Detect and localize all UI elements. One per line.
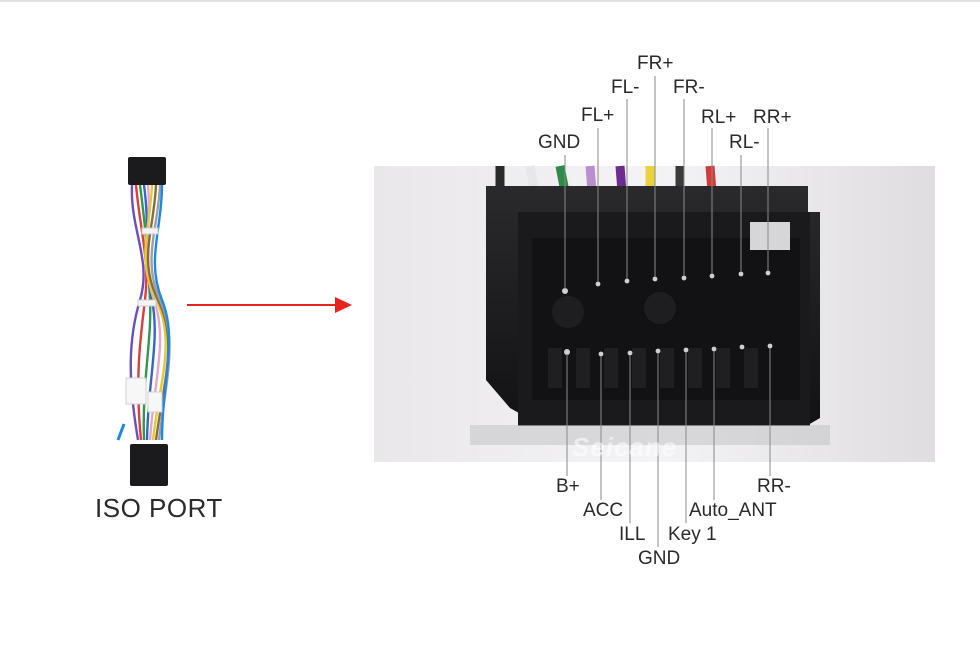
pin-label-rr-plus: RR+	[753, 107, 792, 128]
pins-bottom-row	[564, 343, 773, 357]
pin-label-key1: Key 1	[668, 524, 717, 545]
pin-label-fr-minus: FR-	[673, 77, 705, 98]
connector-teeth	[548, 348, 758, 388]
cable-tie	[137, 299, 157, 307]
pin-label-fr-plus: FR+	[637, 53, 674, 74]
pin-label-gnd-bottom: GND	[638, 548, 681, 569]
pin-label-ill: ILL	[619, 524, 646, 545]
wire-tag	[125, 377, 147, 405]
brand-watermark: Seicane	[572, 432, 678, 462]
leader-lines-top	[564, 76, 769, 289]
pin-label-fl-minus: FL-	[611, 77, 640, 98]
harness-top-plug	[128, 157, 166, 185]
harness-bottom-plug	[130, 444, 168, 486]
pin-label-rl-minus: RL-	[729, 132, 760, 153]
pin-label-fl-plus: FL+	[581, 105, 615, 126]
pin-label-rl-plus: RL+	[701, 107, 737, 128]
loose-wire	[116, 423, 126, 441]
pins-top-row	[562, 270, 771, 294]
pin-label-b-plus: B+	[556, 476, 580, 497]
leader-lines-bottom	[566, 348, 771, 547]
harness-illustration	[116, 157, 171, 486]
pin-label-auto-ant: Auto_ANT	[689, 500, 777, 521]
wire-tag	[147, 391, 163, 413]
pin-label-rr-minus: RR-	[757, 476, 791, 497]
harness-caption: ISO PORT	[95, 493, 223, 523]
top-divider	[0, 0, 980, 2]
arrow	[187, 297, 352, 313]
cable-tie	[141, 227, 159, 235]
connector-photo	[374, 165, 935, 462]
pin-label-gnd-top: GND	[538, 132, 581, 153]
pin-label-acc: ACC	[583, 500, 624, 521]
